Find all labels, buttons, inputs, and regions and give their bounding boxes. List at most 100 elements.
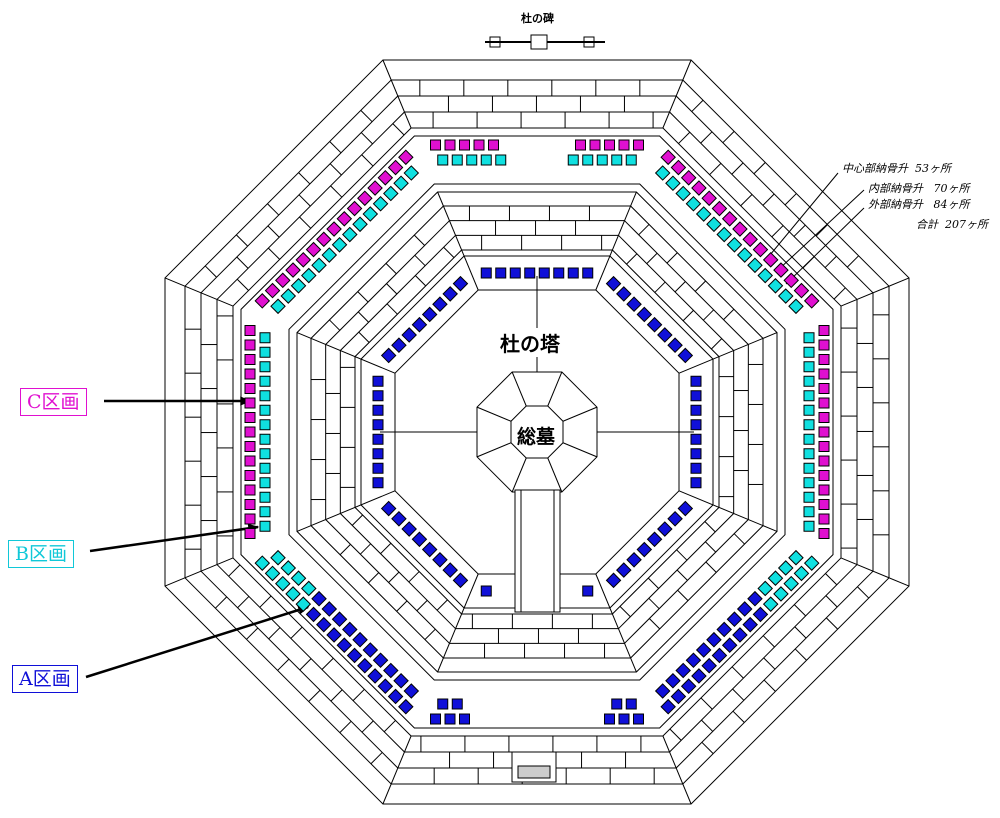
ossuary-box-C [244,455,256,467]
legend-name: 中心部納骨升 [842,162,908,175]
ossuary-box-B [259,346,271,358]
ossuary-box-A [421,306,438,323]
ossuary-box-A [626,552,642,568]
ossuary-box-C [742,231,758,248]
ossuary-box-B [803,506,815,518]
ossuary-box-B [625,154,637,166]
ossuary-box-C [244,412,256,423]
corner-line [840,557,910,587]
brick-joint [824,255,837,268]
brick-joint [626,253,638,265]
legend-leader [769,172,839,256]
ossuary-box-C [818,528,830,539]
legend-leader [777,189,865,271]
ossuary-box-C [488,139,499,151]
tomb-spoke [511,457,527,493]
brick-joint [733,533,745,545]
brick-joint [701,719,714,732]
corner-line [678,332,778,374]
ossuary-box-B [803,491,815,503]
brick-joint [308,689,321,702]
ossuary-box-B [675,185,691,202]
brick-course [200,95,399,294]
brick-joint [424,628,436,640]
ossuary-box-A [495,267,507,279]
ossuary-box-B [280,288,297,304]
ossuary-box-C [575,139,586,151]
ossuary-box-C [818,455,830,467]
ossuary-box-C [367,180,383,196]
legend-count: 70ヶ所 [933,182,970,195]
ossuary-box-B [654,165,671,181]
ossuary-box-A [706,631,722,648]
ossuary-box-C [818,339,830,351]
corner-line [595,191,637,291]
brick-joint [648,618,661,630]
brick-joint [701,741,714,754]
ossuary-box-A [747,590,763,607]
brick-joint [619,606,631,618]
ossuary-box-A [421,541,438,558]
ossuary-box-A [372,652,389,668]
brick-joint [298,172,311,185]
ossuary-box-C [818,325,830,336]
ossuary-box-B [596,154,608,166]
ossuary-box-A [480,267,492,279]
ossuary-box-B [301,580,317,597]
ossuary-box-A [726,611,743,627]
ossuary-box-C [430,139,441,151]
ossuary-box-C [336,211,353,227]
ossuary-box-C [818,499,830,510]
brick-joint [368,572,380,584]
ossuary-box-A [391,337,407,353]
brick-joint [677,589,689,601]
ossuary-box-C [387,159,404,176]
ossuary-box-A [372,477,384,489]
ossuary-box-B [495,154,507,166]
corner-line [382,59,412,129]
brick-joint [700,131,713,144]
ossuary-box-A [305,606,322,623]
ossuary-box-B [747,257,763,274]
ossuary-box-B [726,237,743,253]
ossuary-box-B [695,206,712,222]
center-label: 総墓 [517,426,556,448]
ossuary-box-A [411,316,428,333]
corner-line [595,573,637,673]
ossuary-box-A [403,683,420,699]
ossuary-box-A [311,590,327,607]
ossuary-box-A [372,462,384,474]
zone-a-label: A区画 [12,665,78,693]
brick-joint [360,110,373,123]
center-tomb [476,371,598,493]
ossuary-box-A [690,448,702,460]
ossuary-box-A [432,552,448,568]
ossuary-box-B [736,247,753,263]
ossuary-box-A [538,267,550,279]
entrance-stair [511,751,557,783]
ossuary-box-C [459,139,470,151]
ossuary-box-B [254,555,271,571]
brick-joint [647,577,660,589]
brick-joint [358,331,370,343]
brick-joint [383,720,396,733]
title: 杜の碑 [521,12,554,25]
brick-joint [793,604,806,617]
ossuary-box-A [442,562,458,578]
tomb-spoke [476,406,512,422]
brick-joint [236,234,249,247]
ossuary-box-A [336,637,353,653]
ossuary-box-A [316,616,332,633]
ossuary-box-B [275,575,291,592]
ossuary-box-A [377,678,394,694]
brick-joint [361,154,374,167]
brick-joint [762,635,775,648]
corner-line [662,735,692,805]
brick-joint [267,225,280,238]
ossuary-box-C [818,441,830,452]
ossuary-box-A [372,433,384,445]
brick-joint [691,99,704,112]
zone-c-label: C区画 [20,388,87,416]
ossuary-box-A [657,521,673,537]
